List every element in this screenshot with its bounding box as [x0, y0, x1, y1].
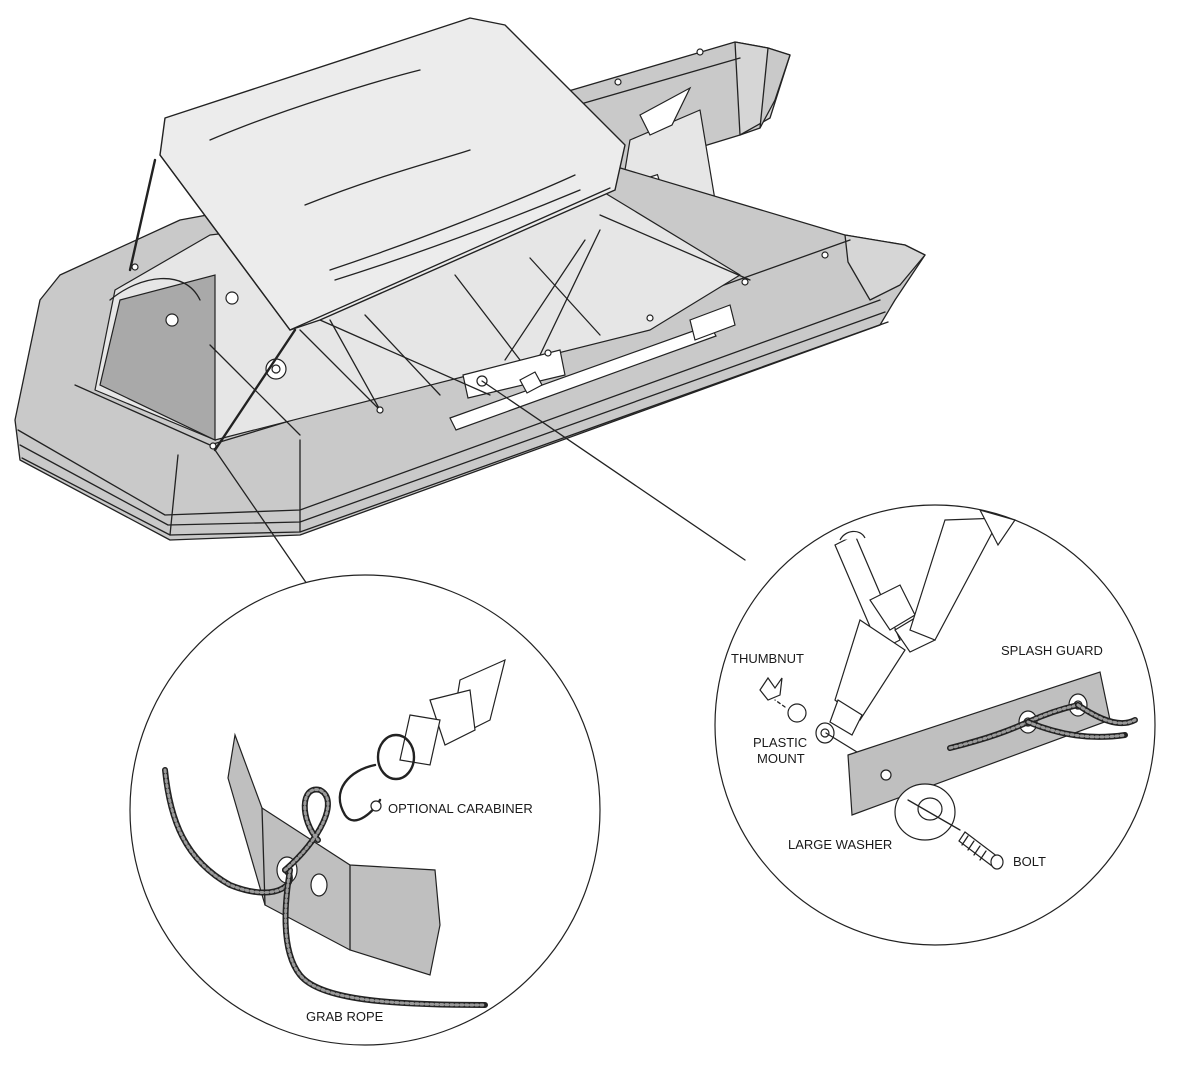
leader-line-right [481, 380, 746, 561]
label-plastic-mount-line2: MOUNT [757, 751, 805, 766]
detail-circle-grab-rope [129, 574, 601, 1046]
canopy-frame [128, 89, 751, 452]
label-large-washer: LARGE WASHER [788, 837, 892, 852]
leader-line-left [214, 449, 319, 601]
label-bolt: BOLT [1013, 854, 1046, 869]
boat-illustration [14, 17, 926, 541]
fittings [131, 48, 829, 450]
label-optional-carabiner: OPTIONAL CARABINER [388, 801, 533, 816]
label-plastic-mount-line1: PLASTIC [753, 735, 807, 750]
detail-circle-splash-guard [714, 504, 1156, 946]
label-thumbnut: THUMBNUT [731, 651, 804, 666]
label-grab-rope: GRAB ROPE [306, 1009, 384, 1024]
label-splash-guard: SPLASH GUARD [1001, 643, 1103, 658]
canopy-top [159, 17, 626, 331]
